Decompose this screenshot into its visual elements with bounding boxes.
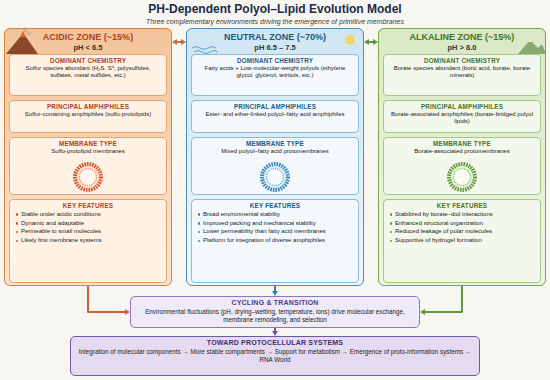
mountain-scenery bbox=[518, 40, 546, 54]
flow-arrow bbox=[364, 39, 378, 45]
feature-bullet: Dynamic and adaptable bbox=[14, 219, 162, 228]
membrane-box: MEMBRANE TYPESulfo-protolipid membranes bbox=[9, 137, 167, 195]
arrow-head bbox=[420, 309, 425, 315]
connector-line bbox=[423, 286, 462, 312]
section-text: Sulfo-protolipid membranes bbox=[14, 148, 162, 156]
info-box: DOMINANT CHEMISTRYBorate species abundan… bbox=[383, 54, 541, 96]
outcome-box: TOWARD PROTOCELLULAR SYSTEMSIntegration … bbox=[70, 336, 480, 376]
section-heading: PRINCIPAL AMPHIPHILES bbox=[14, 103, 162, 111]
vesicle-icon bbox=[262, 164, 288, 190]
membrane-box: MEMBRANE TYPEBorate-associated protomemb… bbox=[383, 137, 541, 195]
acid-panel-ground bbox=[4, 28, 172, 286]
box-heading: TOWARD PROTOCELLULAR SYSTEMS bbox=[77, 339, 473, 348]
feature-bullet: Permeable to small molecules bbox=[14, 227, 162, 236]
info-box: DOMINANT CHEMISTRYSulfur species abundan… bbox=[9, 54, 167, 96]
features-box: KEY FEATURESBroad environmental stabilit… bbox=[191, 199, 359, 283]
section-text: Mixed polyol–fatty acid protomembranes bbox=[196, 148, 354, 156]
cycling-box: CYCLING & TRANSITIONEnvironmental fluctu… bbox=[130, 296, 420, 328]
vesicle-icon bbox=[75, 164, 101, 190]
section-heading: DOMINANT CHEMISTRY bbox=[196, 57, 354, 65]
ph-range: pH > 8.0 bbox=[379, 43, 545, 52]
zone-panel: ACIDIC ZONE (~15%)pH < 6.5DOMINANT CHEMI… bbox=[4, 28, 172, 286]
section-heading: MEMBRANE TYPE bbox=[196, 140, 354, 148]
section-heading: PRINCIPAL AMPHIPHILES bbox=[388, 103, 536, 111]
info-box: PRINCIPAL AMPHIPHILESSulfur-containing a… bbox=[9, 100, 167, 133]
ph-range: pH 6.5 – 7.5 bbox=[187, 43, 363, 52]
ph-range: pH < 6.5 bbox=[5, 43, 171, 52]
section-text: Fatty acids + Low-molecular-weight polyo… bbox=[196, 65, 354, 80]
info-box: DOMINANT CHEMISTRYFatty acids + Low-mole… bbox=[191, 54, 359, 96]
feature-bullet: Lower permeability than fatty acid membr… bbox=[196, 227, 354, 236]
box-text: Integration of molecular components → Mo… bbox=[77, 348, 473, 364]
feature-bullet: Supportive of hydrogel formation bbox=[388, 236, 536, 245]
vesicle-icon bbox=[449, 164, 475, 190]
feature-bullet: Improved packing and mechanical stabilit… bbox=[196, 219, 354, 228]
section-heading: PRINCIPAL AMPHIPHILES bbox=[196, 103, 354, 111]
flow-arrow bbox=[272, 328, 278, 336]
diagram-title: PH-Dependent Polyol–Lipid Evolution Mode… bbox=[0, 2, 550, 16]
feature-bullet: Broad environmental stability bbox=[196, 210, 354, 219]
connector-line bbox=[88, 286, 127, 312]
section-heading: KEY FEATURES bbox=[196, 202, 354, 210]
zone-title: ALKALINE ZONE (~15%) bbox=[379, 32, 545, 43]
section-text: Sulfur-containing amphiphiles (sulfo-pro… bbox=[14, 111, 162, 119]
membrane-box-ground bbox=[191, 137, 359, 195]
section-text: Sulfur species abundant (H₂S, S⁰, polysu… bbox=[14, 65, 162, 80]
section-text: Ester- and ether-linked polyol–fatty aci… bbox=[196, 111, 354, 119]
feature-bullet: Reduced leakage of polar molecules bbox=[388, 227, 536, 236]
section-text: Borate species abundant (boric acid, bor… bbox=[388, 65, 536, 80]
zone-panel: ALKALINE ZONE (~15%)pH > 8.0DOMINANT CHE… bbox=[378, 28, 546, 286]
flow-arrow bbox=[420, 286, 462, 315]
section-text: Borate-associated amphiphiles (borate-br… bbox=[388, 111, 536, 126]
flow-arrow bbox=[272, 286, 278, 296]
zone-title: NEUTRAL ZONE (~70%) bbox=[187, 32, 363, 43]
membrane-box: MEMBRANE TYPEMixed polyol–fatty acid pro… bbox=[191, 137, 359, 195]
neutral-panel-ground bbox=[186, 28, 364, 286]
membrane-box-ground bbox=[9, 137, 167, 195]
info-box: PRINCIPAL AMPHIPHILESBorate-associated a… bbox=[383, 100, 541, 133]
box-heading: CYCLING & TRANSITION bbox=[137, 299, 413, 308]
section-heading: MEMBRANE TYPE bbox=[14, 140, 162, 148]
feature-bullet: Enhanced structural organization bbox=[388, 219, 536, 228]
section-heading: DOMINANT CHEMISTRY bbox=[388, 57, 536, 65]
zone-panel: NEUTRAL ZONE (~70%)pH 6.5 – 7.5DOMINANT … bbox=[186, 28, 364, 286]
features-box: KEY FEATURESStable under acidic conditio… bbox=[9, 199, 167, 283]
arrow-head bbox=[172, 39, 177, 45]
section-heading: MEMBRANE TYPE bbox=[388, 140, 536, 148]
zone-title: ACIDIC ZONE (~15%) bbox=[5, 32, 171, 43]
box-text: Environmental fluctuations (pH, drying–w… bbox=[137, 308, 413, 324]
section-heading: DOMINANT CHEMISTRY bbox=[14, 57, 162, 65]
feature-bullet: Platform for integration of diverse amph… bbox=[196, 236, 354, 245]
section-text: Borate-associated protomembranes bbox=[388, 148, 536, 156]
features-box: KEY FEATURESStabilized by borate–diol in… bbox=[383, 199, 541, 283]
subtitle-text: Three complementary environments driving… bbox=[0, 17, 550, 26]
flow-arrow bbox=[172, 39, 186, 45]
arrow-head bbox=[364, 39, 369, 45]
alkaline-panel-ground bbox=[378, 28, 546, 286]
section-heading: KEY FEATURES bbox=[14, 202, 162, 210]
section-heading: KEY FEATURES bbox=[388, 202, 536, 210]
feature-bullet: Stable under acidic conditions bbox=[14, 210, 162, 219]
feature-bullet: Stabilized by borate–diol interactions bbox=[388, 210, 536, 219]
volcano-scenery bbox=[6, 28, 38, 55]
membrane-box-ground bbox=[383, 137, 541, 195]
feature-bullet: Likely first membrane systems bbox=[14, 236, 162, 245]
flow-arrow bbox=[88, 286, 130, 315]
info-box: PRINCIPAL AMPHIPHILESEster- and ether-li… bbox=[191, 100, 359, 133]
